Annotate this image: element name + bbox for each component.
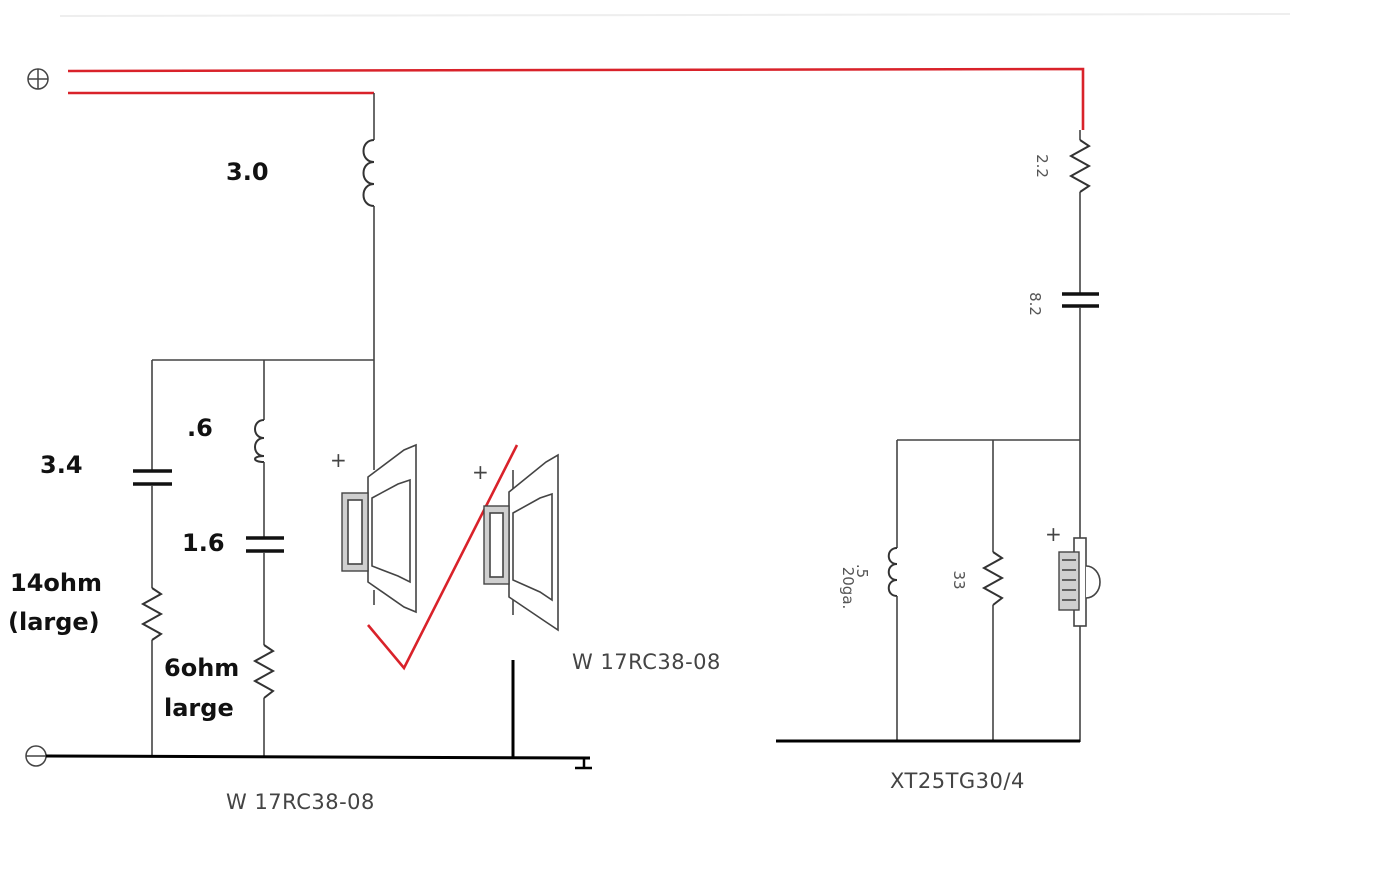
woofer-driver-1 bbox=[341, 360, 417, 614]
series-inductor-woofer-label: 3.0 bbox=[226, 158, 269, 186]
notch-resistor-label-line2: (large) bbox=[8, 608, 100, 636]
tweeter-driver-polarity: + bbox=[1045, 522, 1062, 546]
woofer-driver-2-polarity: + bbox=[472, 460, 489, 484]
zobel-resistor-label-line1: 6ohm bbox=[164, 654, 239, 682]
tweeter-shunt-resistor-label: 33 bbox=[950, 570, 968, 589]
zobel-capacitor-label: 1.6 bbox=[182, 529, 225, 557]
red-wire-to-tweeter bbox=[67, 67, 1085, 130]
woofer-driver-1-polarity: + bbox=[330, 448, 347, 472]
tweeter-driver-model-label: XT25TG30/4 bbox=[890, 769, 1025, 793]
tweeter-shunt-inductor bbox=[887, 547, 898, 597]
notch-resistor-label-line1: 14ohm bbox=[10, 569, 102, 597]
tweeter-driver bbox=[1058, 440, 1101, 742]
red-wire-driver-link bbox=[367, 444, 519, 671]
tweeter-series-resistor bbox=[1068, 139, 1092, 193]
tweeter-shunt-inductor-label-line2: 20ga. bbox=[839, 567, 857, 610]
negative-terminal bbox=[25, 745, 47, 767]
woofer-driver-2 bbox=[483, 453, 559, 632]
zobel-resistor bbox=[252, 644, 276, 699]
series-inductor-woofer bbox=[362, 139, 375, 207]
woofer-driver-model-label: W 17RC38-08 bbox=[226, 790, 375, 814]
scan-artifact-line bbox=[59, 13, 1291, 17]
zobel-inductor-label: .6 bbox=[187, 414, 213, 442]
zobel-inductor bbox=[254, 419, 265, 463]
tweeter-shunt-resistor bbox=[981, 551, 1005, 606]
tweeter-series-resistor-label: 2.2 bbox=[1033, 154, 1051, 178]
positive-terminal bbox=[27, 68, 49, 90]
woofer-driver-2-model-label: W 17RC38-08 bbox=[572, 650, 721, 674]
notch-capacitor-label: 3.4 bbox=[40, 451, 83, 479]
zobel-resistor-label-line2: large bbox=[164, 694, 234, 722]
tweeter-series-capacitor-label: 8.2 bbox=[1026, 292, 1044, 316]
notch-resistor bbox=[140, 587, 164, 641]
woofer-ground-bus bbox=[45, 754, 591, 760]
tweeter-shunt-inductor-label-line1: .5 bbox=[853, 564, 871, 578]
